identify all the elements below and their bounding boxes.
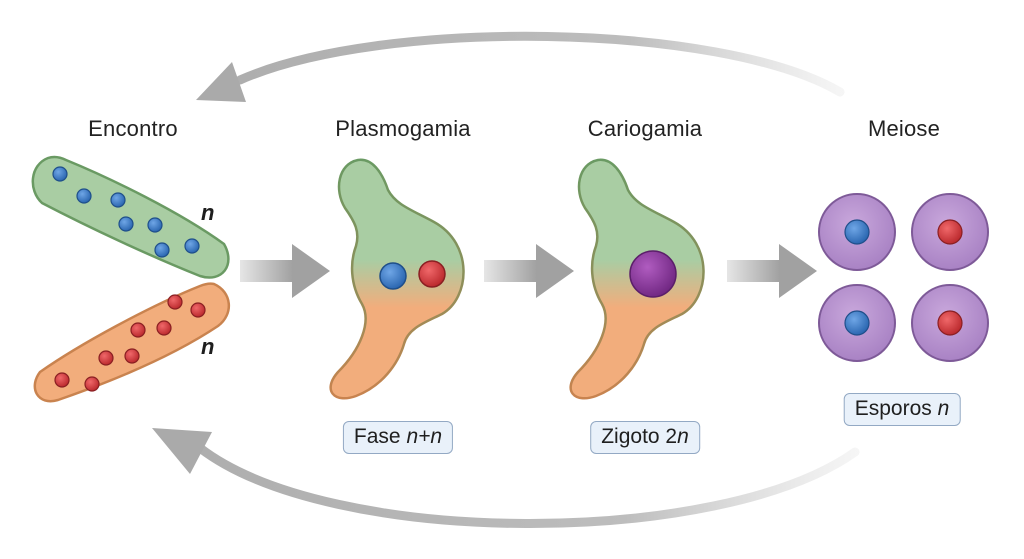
cycle-arrow-top <box>235 31 845 97</box>
karyogamy-cell <box>569 158 705 400</box>
spores-group <box>818 193 989 362</box>
blue-nucleus <box>379 262 407 290</box>
spore-2 <box>911 193 989 271</box>
cycle-arrow-bottom <box>195 443 860 528</box>
cycle-arrowhead-top <box>196 62 246 102</box>
spore-3 <box>818 284 896 362</box>
red-nucleus <box>418 260 446 288</box>
hypha-green-n <box>31 155 230 279</box>
badge-zigoto: Zigoto 2n <box>590 421 700 454</box>
zygote-nucleus <box>629 250 677 298</box>
badge-esporos-text: Esporos <box>854 397 938 420</box>
badge-zigoto-text: Zigoto 2 <box>601 425 678 448</box>
spore-1 <box>818 193 896 271</box>
badge-esporos-italic: n <box>937 397 950 420</box>
badge-fase-text: Fase <box>353 425 407 448</box>
stage-title-cariogamia: Cariogamia <box>587 116 703 141</box>
badge-fase-italic: n+n <box>406 425 443 448</box>
badge-esporos: Esporos n <box>843 393 961 426</box>
badge-zigoto-italic: n <box>677 425 689 448</box>
hypha-orange-n <box>33 282 230 403</box>
stage-title-encontro: Encontro <box>88 116 178 141</box>
ploidy-label-top: n <box>201 200 215 225</box>
badge-fase: Fase n+n <box>342 421 454 454</box>
forward-arrow-2 <box>484 244 574 298</box>
forward-arrow-1 <box>240 244 330 298</box>
cycle-arrowhead-bottom <box>152 428 212 474</box>
ploidy-label-bottom: n <box>201 334 215 359</box>
spore-4 <box>911 284 989 362</box>
stage-title-plasmogamia: Plasmogamia <box>335 116 471 141</box>
forward-arrow-3 <box>727 244 817 298</box>
stage-title-meiose: Meiose <box>867 116 941 141</box>
plasmogamy-cell <box>329 158 465 400</box>
